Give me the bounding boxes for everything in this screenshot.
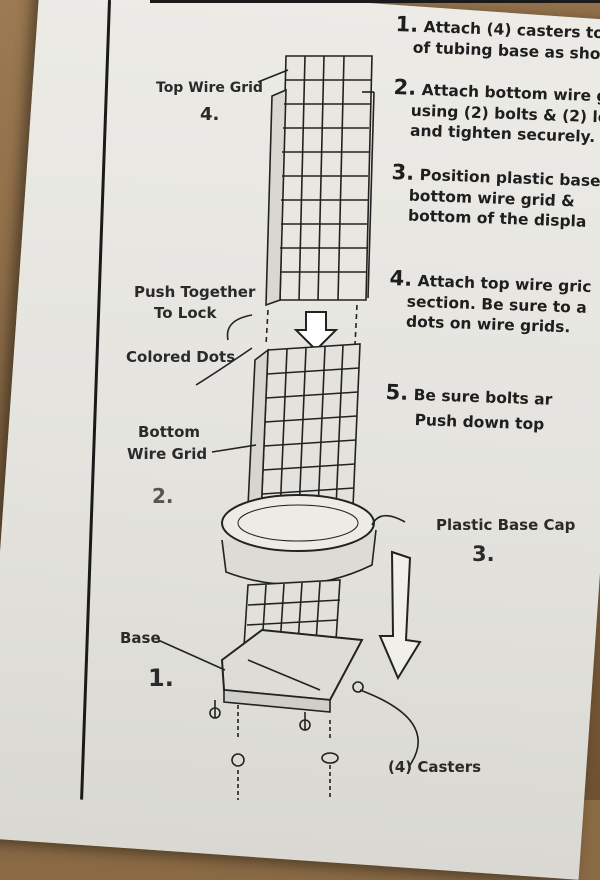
label-step-number-2: 2. — [152, 484, 174, 508]
bottom-wire-grid-drawing — [245, 343, 361, 550]
step-5: 5. Be sure bolts ar Push down top — [384, 380, 552, 434]
label-colored-dots: Colored Dots — [126, 348, 236, 366]
label-plastic-base-cap: Plastic Base Cap — [436, 516, 576, 534]
step-2-number: 2. — [393, 75, 417, 100]
label-step-number-4: 4. — [200, 104, 220, 125]
step-5-line-1: Be sure bolts ar — [413, 385, 553, 409]
label-base: Base — [120, 629, 161, 647]
step-5-number: 5. — [385, 380, 409, 405]
casters-drawing — [209, 681, 364, 800]
step-1-number: 1. — [395, 12, 419, 37]
step-3-line-1: Position plastic base — [419, 165, 600, 191]
step-2: 2. Attach bottom wire g using (2) bolts … — [392, 75, 600, 146]
label-bottom: Bottom — [138, 423, 201, 441]
label-top-wire-grid: Top Wire Grid — [156, 80, 263, 96]
label-to-lock: To Lock — [154, 304, 217, 322]
label-wire-grid: Wire Grid — [127, 445, 208, 463]
step-4: 4. Attach top wire gric section. Be sure… — [388, 266, 592, 337]
base-drawing — [220, 579, 364, 713]
top-wire-grid-drawing — [265, 55, 375, 307]
label-push-together: Push Together — [134, 283, 256, 301]
step-2-line-1: Attach bottom wire g — [421, 80, 600, 106]
page-border-top — [150, 0, 600, 3]
step-4-number: 4. — [389, 266, 413, 291]
label-step-number-3: 3. — [472, 542, 495, 566]
step-1-line-1: Attach (4) casters to — [423, 17, 600, 43]
step-1: 1. Attach (4) casters to of tubing base … — [394, 12, 600, 64]
step-4-line-1: Attach top wire gric — [417, 271, 592, 297]
label-casters: (4) Casters — [388, 758, 482, 776]
step-3-number: 3. — [391, 160, 415, 185]
plastic-base-cap-drawing — [221, 494, 377, 586]
step-3: 3. Position plastic base bottom wire gri… — [390, 160, 600, 231]
label-step-number-1: 1. — [148, 664, 174, 692]
display-rack-illustration — [157, 55, 422, 800]
